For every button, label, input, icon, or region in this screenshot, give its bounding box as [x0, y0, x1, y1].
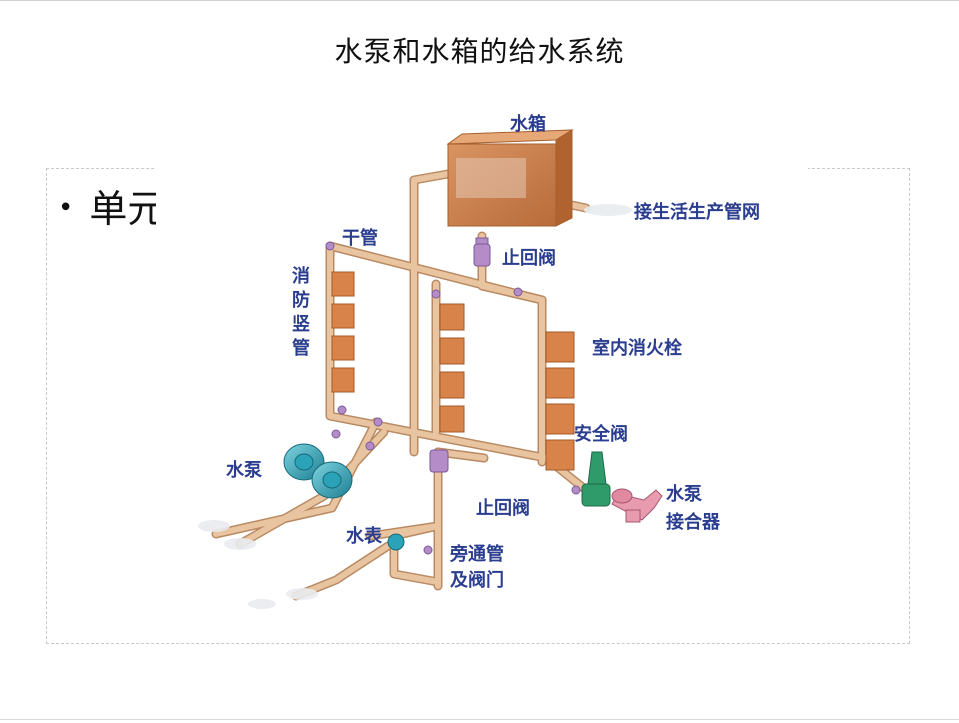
- label-pump: 水泵: [226, 459, 262, 481]
- label-bypass-1: 旁通管: [449, 543, 504, 565]
- valve-small: [423, 545, 433, 555]
- water-supply-diagram: 水箱 接生活生产管网 干管 消 防 竖 管 止回阀 室内消火栓 安全阀 水泵 止…: [156, 96, 808, 624]
- bullet-dot: •: [58, 193, 74, 223]
- label-check-valve-top: 止回阀: [502, 247, 556, 269]
- valve-small: [571, 485, 581, 495]
- valve-small: [431, 289, 441, 299]
- hydrant-cabinet-column-middle: [439, 303, 465, 433]
- valve-small: [331, 429, 341, 439]
- water-meter: [387, 533, 405, 551]
- hydrant-cabinet-column-left: [331, 271, 355, 393]
- label-tank: 水箱: [510, 113, 546, 135]
- bullet-text: 单元: [89, 187, 166, 231]
- valve-small: [513, 287, 523, 297]
- page-title: 水泵和水箱的给水系统: [334, 35, 625, 68]
- label-supply-network: 接生活生产管网: [634, 201, 760, 223]
- valve-small: [365, 441, 375, 451]
- check-valve-top: [473, 237, 491, 267]
- pump-adapter: [611, 488, 663, 523]
- label-riser-3: 竖: [292, 314, 310, 335]
- water-spray: [198, 204, 632, 609]
- label-riser-2: 防: [292, 289, 310, 311]
- valve-small: [325, 241, 335, 251]
- bullet-item: • 单元: [58, 178, 165, 233]
- label-main-pipe: 干管: [342, 227, 378, 249]
- valves: [325, 237, 581, 555]
- label-adapter-1: 水泵: [666, 483, 702, 505]
- label-riser-1: 消: [292, 265, 310, 287]
- valve-small: [337, 405, 347, 415]
- water-tank: [446, 129, 574, 227]
- safety-valve: [581, 451, 611, 507]
- top-rule: [0, 0, 959, 1]
- label-riser-4: 管: [292, 337, 310, 359]
- label-check-valve-bottom: 止回阀: [476, 497, 530, 519]
- label-meter: 水表: [346, 525, 383, 547]
- water-pumps: [283, 443, 353, 499]
- label-adapter-2: 接合器: [666, 511, 721, 533]
- hydrant-cabinets: [331, 271, 575, 471]
- hydrant-cabinet-column-right: [545, 331, 575, 471]
- label-safety-valve: 安全阀: [574, 423, 628, 445]
- label-hydrant: 室内消火栓: [592, 337, 682, 359]
- valve-small: [373, 417, 383, 427]
- label-bypass-2: 及阀门: [450, 569, 504, 591]
- check-valve-bottom: [429, 449, 449, 473]
- bottom-rule: [0, 719, 959, 720]
